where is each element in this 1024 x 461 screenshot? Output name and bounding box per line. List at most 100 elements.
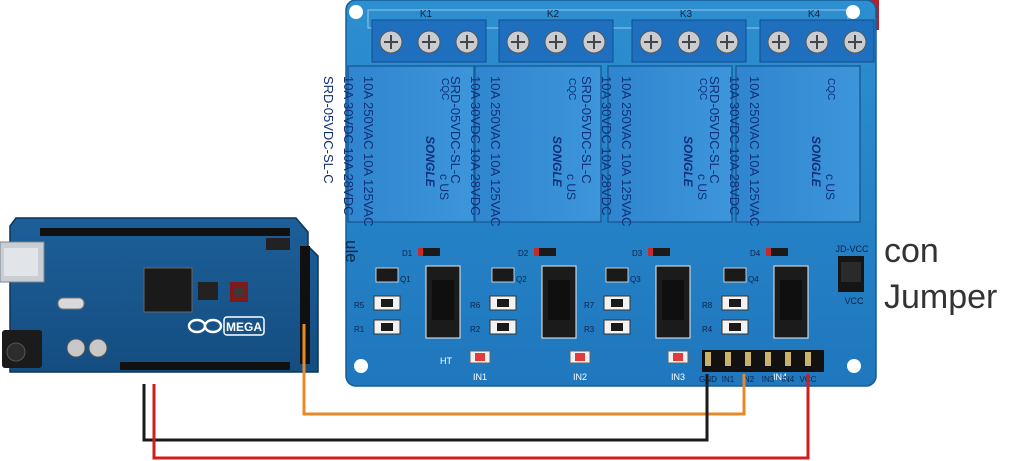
screw-icon — [639, 30, 663, 54]
relay-spec-line: SRD-05VDC-SL-C — [707, 76, 722, 184]
header-pin — [805, 352, 811, 366]
optocoupler — [773, 265, 809, 339]
screw-icon — [805, 30, 829, 54]
transistor-label: Q3 — [630, 275, 641, 284]
mounting-hole — [846, 5, 860, 19]
optocoupler — [541, 265, 577, 339]
screw-icon — [544, 30, 568, 54]
resistor — [603, 295, 631, 311]
header-pin — [725, 352, 731, 366]
relay-spec-line: 10A 30VDC 10A 28VDC — [468, 76, 483, 215]
relay-mark-us: c US — [437, 174, 451, 200]
relay-spec-line: SRD-05VDC-SL-C — [448, 76, 463, 184]
relay-spec-line: 10A 250VAC 10A 125VAC — [488, 76, 503, 227]
screw-icon — [455, 30, 479, 54]
resistor-label: R7 — [584, 301, 595, 310]
mega-logo-text: MEGA — [226, 320, 262, 334]
relay: CQC 10A 250VAC 10A 125VAC 10A 30VDC 10A 28… — [579, 65, 733, 227]
header-pin-label: IN1 — [722, 375, 735, 384]
resistor-label: R5 — [354, 301, 365, 310]
resistor — [721, 319, 749, 335]
relay-mark-us: c US — [695, 174, 709, 200]
power-header-bottom — [120, 362, 290, 370]
resistor-label: R8 — [702, 301, 713, 310]
transistor-label: Q4 — [748, 275, 759, 284]
channel-label: K2 — [547, 9, 560, 20]
transistor — [491, 267, 515, 283]
diode — [418, 248, 440, 256]
digital-header-right — [300, 246, 310, 364]
relay-mark-cqc: CQC — [439, 78, 450, 100]
mounting-hole — [349, 5, 363, 19]
diode-label: D2 — [518, 249, 529, 258]
diode-label: D3 — [632, 249, 643, 258]
header-pin — [785, 352, 791, 366]
transistor-label: Q2 — [516, 275, 527, 284]
screw-icon — [379, 30, 403, 54]
wires — [142, 324, 810, 460]
relay-brand: SONGLE — [423, 136, 437, 188]
signal-wire — [302, 324, 746, 416]
screw-icon — [767, 30, 791, 54]
relay-brand: SONGLE — [809, 136, 823, 188]
indicator-led — [469, 350, 491, 364]
relay-spec-line: SRD-05VDC-SL-C — [579, 76, 594, 184]
note-line-2: Jumper — [884, 278, 998, 316]
relay-mark-cqc: CQC — [697, 78, 708, 100]
terminal-block: K2 — [498, 9, 614, 63]
transistor — [723, 267, 747, 283]
jumper-bottom-label: VCC — [844, 296, 864, 306]
arduino-logo-icon — [187, 318, 223, 334]
jumper-top-label: JD-VCC — [836, 244, 869, 254]
jumper-block: JD-VCC VCC — [836, 244, 869, 306]
resistor — [603, 319, 631, 335]
header-pin — [705, 352, 711, 366]
header-pin-label: IN3 — [762, 375, 775, 384]
indicator-led — [569, 350, 591, 364]
diode — [766, 248, 788, 256]
capacitor — [66, 338, 86, 358]
transistor-label: Q1 — [400, 275, 411, 284]
relay-spec-line: 10A 250VAC 10A 125VAC — [747, 76, 762, 227]
screw-icon — [417, 30, 441, 54]
note-line-1: con — [884, 232, 939, 270]
relay-spec-line: SRD-05VDC-SL-C — [321, 76, 336, 184]
power-led-label: HT — [440, 356, 452, 366]
transistor — [605, 267, 629, 283]
resistor — [373, 295, 401, 311]
crystal — [57, 297, 85, 310]
capacitor — [88, 338, 108, 358]
terminal-block: K4 — [759, 9, 875, 63]
optocoupler — [425, 265, 461, 339]
relay-mark-cqc: CQC — [566, 78, 577, 100]
terminal-block: K3 — [631, 9, 747, 63]
mounting-hole — [847, 359, 861, 373]
relay-brand: SONGLE — [681, 136, 695, 188]
resistor-label: R6 — [470, 301, 481, 310]
power-wire — [152, 374, 810, 460]
header-pin — [765, 352, 771, 366]
screw-icon — [677, 30, 701, 54]
relay-spec-line: 10A 30VDC 10A 28VDC — [599, 76, 614, 215]
resistor — [721, 295, 749, 311]
relay-spec-line: 10A 30VDC 10A 28VDC — [341, 76, 356, 215]
arduino-mega-board: MEGA — [0, 217, 319, 373]
screw-icon — [506, 30, 530, 54]
resistor-label: R1 — [354, 325, 365, 334]
relay-brand: SONGLE — [550, 136, 564, 188]
terminal-block: K1 — [371, 9, 487, 63]
resistor-label: R4 — [702, 325, 713, 334]
relay-mark-us: c US — [823, 174, 837, 200]
resistor — [489, 319, 517, 335]
indicator-label: IN3 — [671, 372, 685, 382]
screw-icon — [715, 30, 739, 54]
screw-icon — [582, 30, 606, 54]
resistor-label: R3 — [584, 325, 595, 334]
header-pin-label: IN4 — [782, 375, 795, 384]
relay-mark-cqc: CQC — [825, 78, 836, 100]
relay-spec-line: 10A 250VAC 10A 125VAC — [619, 76, 634, 227]
